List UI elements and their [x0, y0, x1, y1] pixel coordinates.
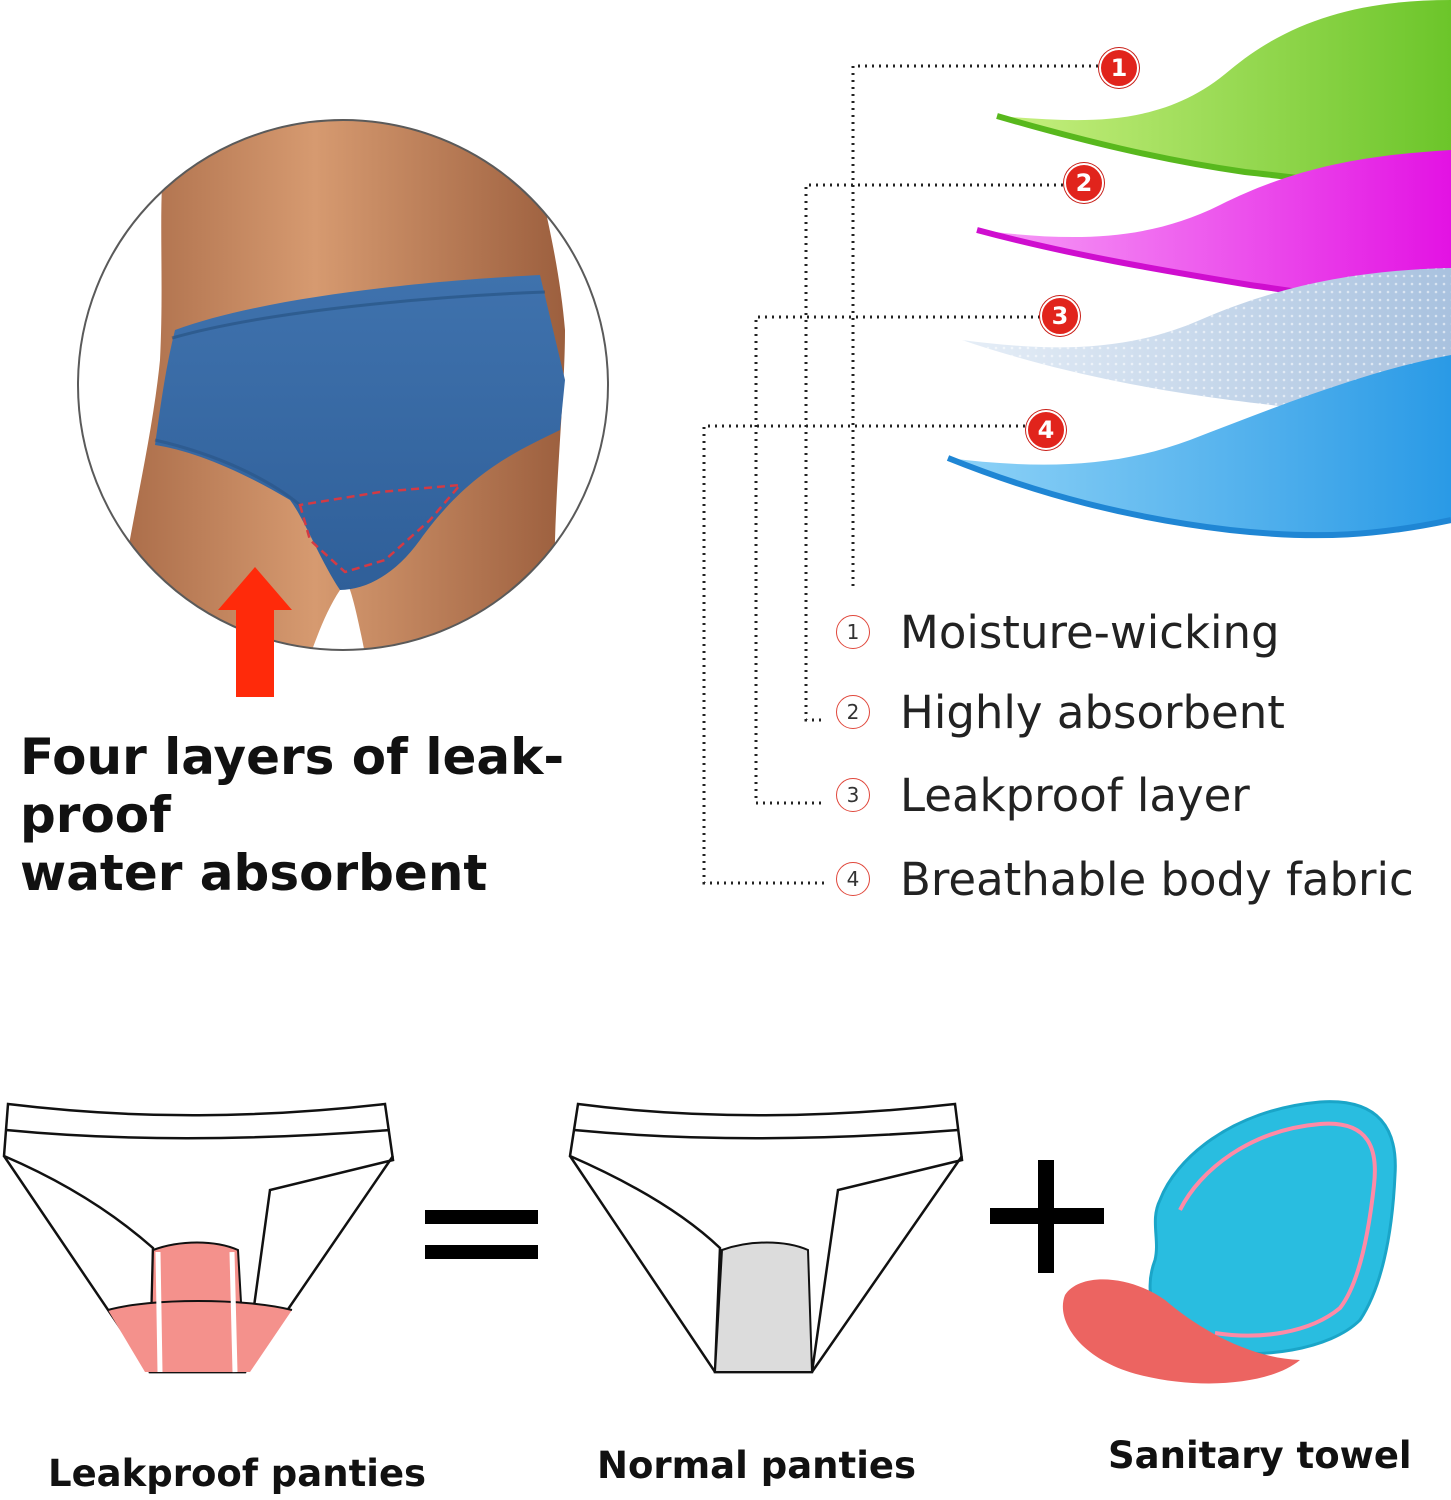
- plus-sign-icon: [990, 1160, 1104, 1273]
- up-arrow-icon: [218, 567, 292, 697]
- leader-lines: [702, 64, 1098, 885]
- leakproof-panties-illustration: [2, 1102, 395, 1374]
- layer-swatches: [946, 0, 1451, 539]
- layer-badge-2: 2: [1064, 163, 1104, 203]
- legend-label-3: Leakproof layer: [900, 768, 1250, 822]
- towel-wing: [1062, 1279, 1300, 1384]
- legend-label-4: Breathable body fabric: [900, 852, 1414, 906]
- legend-item-3: 3 Leakproof layer: [836, 768, 1250, 822]
- legend-number-4: 4: [836, 862, 870, 896]
- equals-sign-icon: [425, 1210, 538, 1259]
- headline: Four layers of leak-proof water absorben…: [20, 728, 700, 902]
- layer-swatch-1: [997, 0, 1451, 190]
- layer-badge-3: 3: [1040, 296, 1080, 336]
- headline-line-2: water absorbent: [20, 844, 488, 902]
- caption-sanitary-towel: Sanitary towel: [1108, 1434, 1412, 1477]
- normal-panties-illustration: [568, 1102, 964, 1374]
- legend-number-1: 1: [836, 615, 870, 649]
- legend-item-2: 2 Highly absorbent: [836, 685, 1285, 739]
- legend-item-4: 4 Breathable body fabric: [836, 852, 1414, 906]
- layer-swatch-2: [977, 150, 1451, 305]
- layer-badge-1: 1: [1099, 48, 1139, 88]
- legend-number-3: 3: [836, 778, 870, 812]
- legend-label-1: Moisture-wicking: [900, 605, 1280, 659]
- legend-item-1: 1 Moisture-wicking: [836, 605, 1280, 659]
- sanitary-towel-illustration: [1062, 1100, 1397, 1384]
- layer-swatch-4: [948, 355, 1451, 536]
- legend-number-2: 2: [836, 695, 870, 729]
- caption-leakproof-panties: Leakproof panties: [48, 1452, 427, 1495]
- layer-badge-4: 4: [1026, 410, 1066, 450]
- normal-gusset: [713, 1241, 814, 1373]
- legend-label-2: Highly absorbent: [900, 685, 1285, 739]
- product-photo: [77, 119, 609, 651]
- headline-line-1: Four layers of leak-proof: [20, 728, 565, 844]
- caption-normal-panties: Normal panties: [597, 1444, 916, 1487]
